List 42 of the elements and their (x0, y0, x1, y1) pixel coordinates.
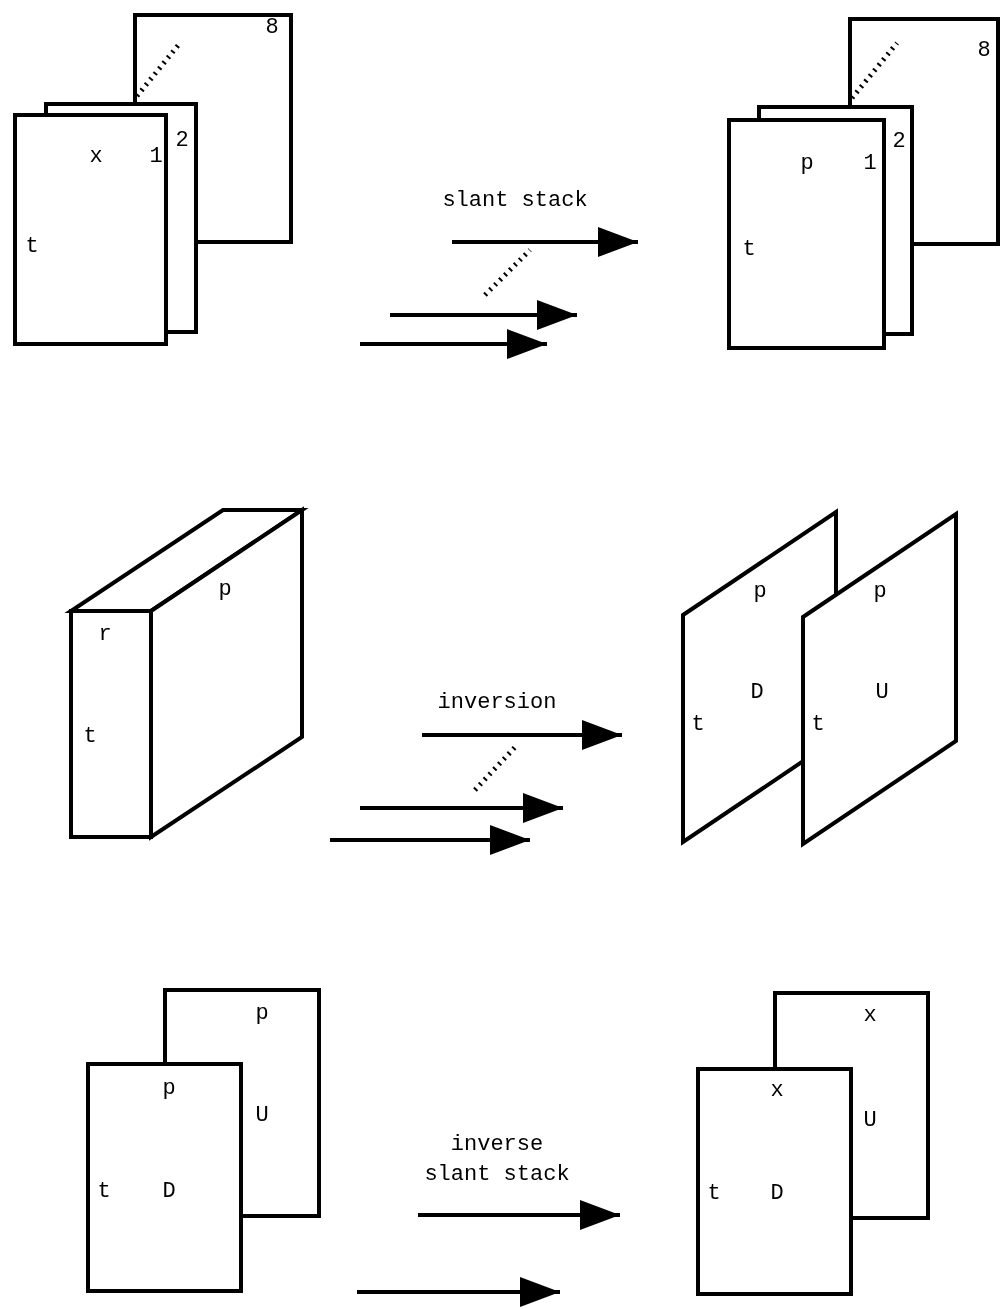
axis-label: t (83, 726, 97, 748)
axis-label: U (875, 682, 889, 704)
operation-label: inversion (436, 689, 558, 717)
axis-label: p (873, 581, 887, 603)
data-panel (243, 988, 321, 1218)
data-panel (914, 17, 1000, 246)
axis-label: p (753, 581, 767, 603)
axis-label: x (863, 1005, 877, 1027)
axis-label: 1 (863, 153, 877, 175)
axis-label: 2 (892, 131, 906, 153)
operation-label: inverse slant stack (423, 1131, 571, 1189)
axis-label: p (255, 1003, 269, 1025)
axis-label: p (162, 1078, 176, 1100)
axis-label: t (25, 236, 39, 258)
axis-label: p (800, 153, 814, 175)
axis-label: D (162, 1181, 176, 1203)
data-panel (198, 13, 293, 244)
data-panel (168, 102, 198, 334)
axis-label: x (770, 1080, 784, 1102)
axis-label: r (98, 624, 112, 646)
axis-label: t (691, 714, 705, 736)
data-panel (727, 118, 886, 350)
axis-label: 1 (149, 146, 163, 168)
axis-label: t (811, 714, 825, 736)
operation-label: slant stack (441, 187, 589, 215)
axis-label: 2 (175, 130, 189, 152)
data-panel (886, 105, 914, 336)
axis-label: t (97, 1181, 111, 1203)
axis-label: p (218, 579, 232, 601)
axis-label: D (750, 682, 764, 704)
axis-label: D (770, 1183, 784, 1205)
axis-label: 8 (977, 40, 991, 62)
axis-label: 8 (265, 17, 279, 39)
axis-label: x (89, 146, 103, 168)
data-panel (86, 1062, 243, 1293)
axis-label: U (863, 1110, 877, 1132)
axis-label: t (742, 239, 756, 261)
data-panel (696, 1067, 853, 1296)
axis-label: U (255, 1105, 269, 1127)
data-panel (853, 991, 930, 1220)
data-panel (13, 113, 168, 346)
axis-label: t (707, 1183, 721, 1205)
